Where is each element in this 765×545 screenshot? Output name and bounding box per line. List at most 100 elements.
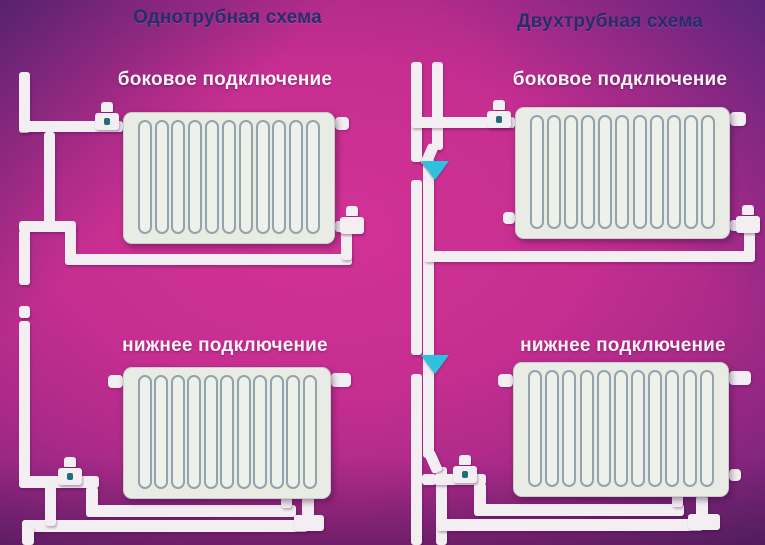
radiator-section: [221, 120, 236, 234]
valve-dot: [67, 473, 73, 480]
pipe-segment: [744, 231, 755, 258]
pipe-segment: [22, 526, 34, 545]
radiator-section: [286, 375, 300, 489]
radiator-plug-icon: [729, 371, 751, 385]
pipe-segment: [411, 374, 422, 545]
radiator-section: [665, 370, 680, 487]
radiator-section: [632, 115, 647, 229]
radiator-section: [615, 115, 630, 229]
radiator-section: [581, 115, 596, 229]
radiator-section: [188, 120, 203, 234]
radiator-plug-icon: [503, 212, 515, 224]
radiator-section: [137, 120, 152, 234]
pipe-segment: [19, 230, 30, 285]
pipe-segment: [341, 232, 352, 260]
pipe-segment: [437, 519, 703, 531]
radiator-section: [547, 115, 562, 229]
outlet-valve-icon: [735, 205, 761, 233]
radiator-section: [238, 120, 253, 234]
radiator-plug-icon: [108, 375, 123, 388]
scheme-label-two-pipe-side: боковое подключение: [512, 69, 728, 90]
radiator-section: [528, 370, 543, 487]
radiator-section: [154, 375, 168, 489]
column-title-one-pipe: Однотрубная схема: [133, 7, 322, 28]
pipe-segment: [44, 132, 55, 228]
radiator-section: [170, 375, 185, 489]
radiator-section: [205, 120, 220, 234]
pipe-segment: [45, 486, 56, 526]
flow-direction-arrow-icon: [421, 355, 449, 374]
radiator-section: [530, 115, 545, 229]
pipe-segment: [730, 220, 740, 231]
radiator-valve-icon: [57, 457, 83, 485]
column-title-two-pipe: Двухтрубная схема: [517, 11, 703, 32]
radiator-section: [253, 375, 267, 489]
radiator-plug-icon: [730, 112, 746, 126]
radiator-section: [648, 370, 663, 487]
radiator-section: [220, 375, 234, 489]
radiator-section: [272, 120, 287, 234]
flow-direction-arrow-icon: [421, 161, 449, 180]
pipe-segment: [19, 72, 30, 133]
radiator-section: [154, 120, 169, 234]
pipe-segment: [65, 226, 76, 262]
radiator-section: [700, 115, 715, 229]
radiator-plug-icon: [335, 117, 349, 130]
radiator-section: [579, 370, 594, 487]
radiator-section: [203, 375, 218, 489]
radiator-section: [137, 375, 152, 489]
radiator-section: [187, 375, 201, 489]
pipe-segment: [86, 505, 296, 517]
radiator-valve-icon: [452, 455, 478, 483]
pipe-union-fitting: [294, 515, 324, 531]
scheme-label-one-pipe-bottom: нижнее подключение: [122, 335, 328, 356]
radiator-section: [699, 370, 714, 487]
radiator-section: [649, 115, 664, 229]
pipe-segment: [436, 467, 447, 545]
radiator-section: [306, 120, 321, 234]
outlet-valve-icon: [339, 206, 365, 234]
pipe-segment: [22, 520, 308, 532]
pipe-union-fitting: [688, 514, 720, 530]
radiator-section: [171, 120, 186, 234]
pipe-segment: [424, 449, 443, 475]
radiator-valve-icon: [486, 100, 512, 128]
pipe-segment: [281, 495, 292, 508]
valve-dot: [104, 118, 110, 125]
pipe-segment: [411, 117, 515, 128]
pipe-segment: [19, 306, 30, 318]
radiator-section: [236, 375, 251, 489]
pipe-segment: [432, 62, 443, 150]
pipe-segment: [474, 504, 684, 516]
radiator-section: [289, 120, 304, 234]
radiator-section: [545, 370, 560, 487]
radiator-plug-icon: [331, 373, 351, 387]
radiator-section: [631, 370, 646, 487]
radiator-section: [613, 370, 628, 487]
pipe-segment: [19, 321, 30, 481]
scheme-label-one-pipe-side: боковое подключение: [117, 69, 333, 90]
radiator-two-pipe-side: [515, 107, 730, 239]
radiator-section: [683, 115, 698, 229]
radiator-section: [666, 115, 681, 229]
radiator-section: [598, 115, 613, 229]
scheme-label-two-pipe-bottom: нижнее подключение: [520, 335, 726, 356]
pipe-segment: [411, 180, 422, 355]
valve-dot: [496, 116, 502, 123]
pipe-segment: [411, 62, 422, 162]
pipe-segment: [19, 121, 123, 132]
radiator-two-pipe-bottom: [513, 362, 729, 497]
pipe-segment: [19, 221, 76, 232]
radiator-one-pipe-bottom: [123, 367, 331, 499]
radiator-section: [269, 375, 284, 489]
radiator-section: [564, 115, 579, 229]
pipe-segment: [424, 251, 755, 262]
radiator-valve-icon: [94, 102, 120, 130]
radiator-plug-icon: [498, 374, 513, 387]
pipe-segment: [423, 158, 434, 458]
radiator-section: [596, 370, 611, 487]
radiator-section: [682, 370, 697, 487]
pipe-segment: [422, 474, 436, 485]
radiator-section: [255, 120, 270, 234]
radiator-section: [302, 375, 317, 489]
